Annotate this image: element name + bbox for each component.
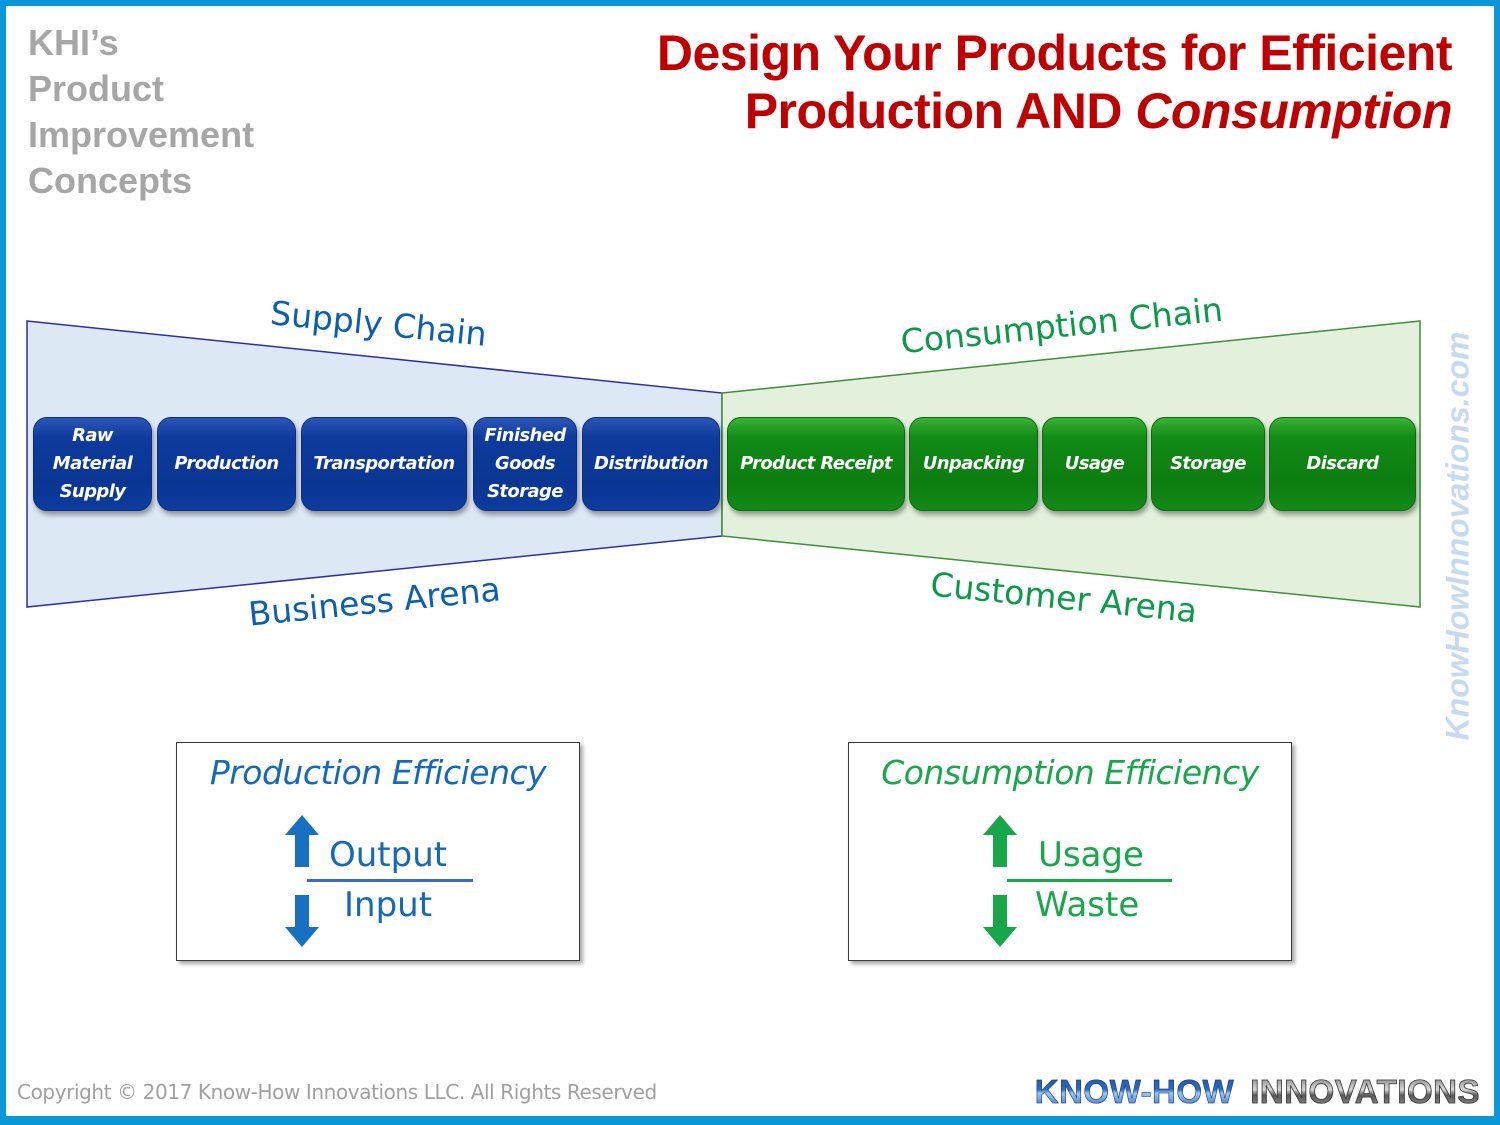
series-title-line: Improvement: [28, 114, 255, 155]
step-raw-material-supply: Raw Material Supply: [33, 417, 152, 511]
consumption-efficiency-title: Consumption Efficiency: [881, 753, 1259, 792]
main-title-line-1: Design Your Products for Efficient: [656, 25, 1453, 81]
consumption-numerator: Usage: [1038, 835, 1144, 875]
step-unpacking: Unpacking: [909, 417, 1038, 511]
fraction-line: [307, 879, 473, 882]
production-efficiency-box: Production Efficiency Output Input: [176, 742, 580, 961]
arrow-down-icon: [285, 895, 319, 947]
step-production: Production: [157, 417, 296, 511]
logo-innovations: INNOVATIONS: [1250, 1073, 1480, 1111]
main-title: Design Your Products for Efficient Produ…: [656, 24, 1453, 140]
consumption-denominator: Waste: [1035, 885, 1140, 925]
website-watermark: KnowHowInnovations.com: [1439, 331, 1476, 741]
production-numerator: Output: [329, 835, 448, 875]
series-title-line: Concepts: [28, 160, 193, 201]
step-transportation: Transportation: [301, 417, 467, 511]
series-title-line: KHI’s: [28, 22, 119, 63]
step-finished-goods-storage: Finished Goods Storage: [473, 417, 577, 511]
production-denominator: Input: [344, 885, 433, 925]
production-efficiency-title: Production Efficiency: [209, 753, 547, 792]
main-title-italic: Consumption: [1135, 83, 1452, 139]
company-logo: KNOW-HOW INNOVATIONS: [1034, 1073, 1480, 1111]
consumption-efficiency-box: Consumption Efficiency Usage Waste: [848, 742, 1292, 961]
step-discard: Discard: [1269, 417, 1416, 511]
main-title-line-2: Production AND Consumption: [657, 82, 1453, 140]
step-usage: Usage: [1042, 417, 1147, 511]
step-product-receipt: Product Receipt: [727, 417, 905, 511]
copyright-notice: Copyright © 2017 Know-How Innovations LL…: [17, 1080, 657, 1104]
arrow-down-icon: [983, 895, 1017, 947]
main-title-normal: Production AND: [744, 83, 1136, 139]
fraction-line: [1007, 879, 1172, 882]
arrow-up-icon: [285, 815, 319, 867]
step-storage: Storage: [1151, 417, 1265, 511]
arrow-up-icon: [983, 815, 1017, 867]
series-title-line: Product: [28, 68, 165, 109]
step-distribution: Distribution: [582, 417, 720, 511]
series-title: KHI’s Product Improvement Concepts: [28, 20, 254, 204]
logo-know-how: KNOW-HOW: [1034, 1073, 1235, 1111]
